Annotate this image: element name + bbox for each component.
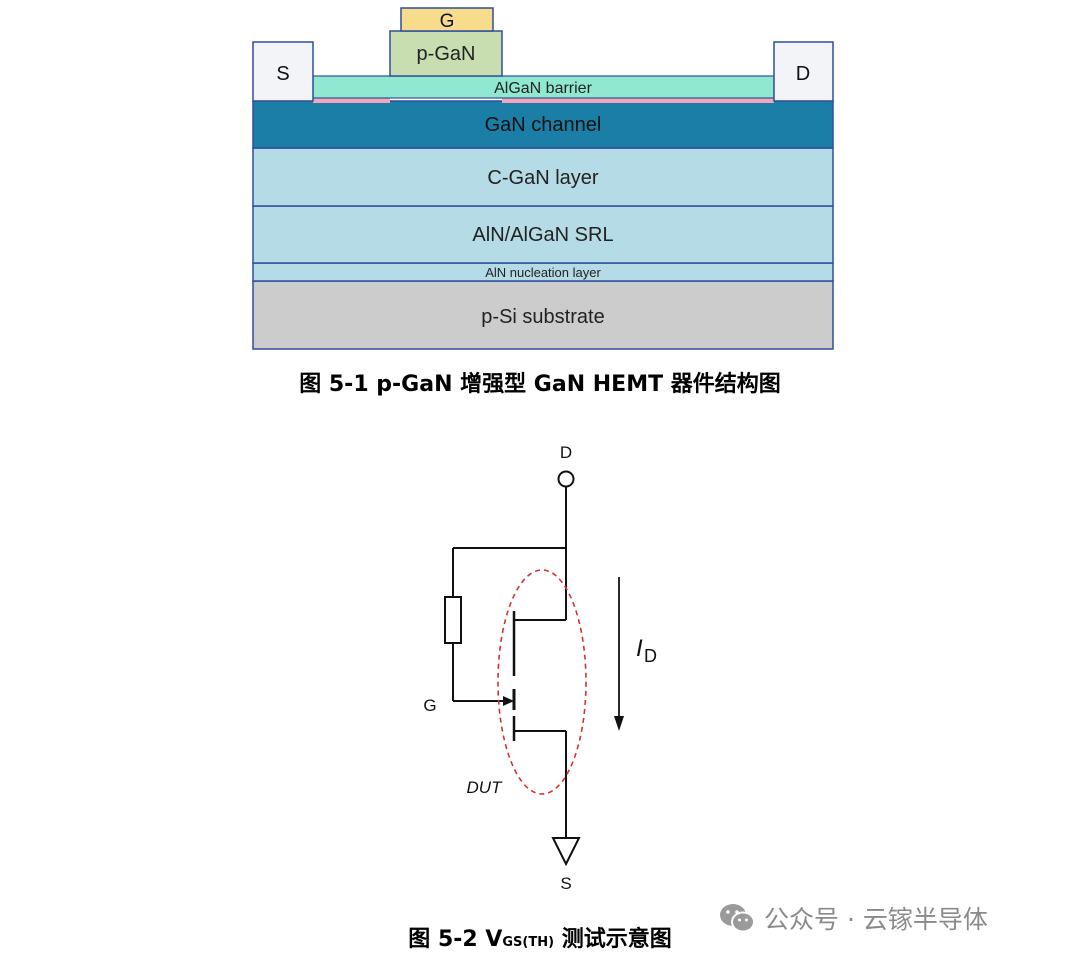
- source-terminal-label: S: [560, 874, 571, 893]
- current-label: I: [636, 635, 643, 662]
- watermark-text: 公众号 · 云镓半导体: [764, 905, 988, 934]
- gan-channel-label: GaN channel: [485, 114, 602, 136]
- gate-metal: [400, 7, 494, 32]
- source-contact-label: S: [276, 63, 289, 85]
- current-arrow-head: [614, 716, 624, 731]
- drain-contact: [773, 41, 834, 102]
- p-gan-label: p-GaN: [417, 43, 476, 65]
- substrate-label: p-Si substrate: [481, 306, 604, 328]
- figure2-caption: 图 5-2 VGS(TH) 测试示意图: [408, 927, 672, 952]
- hemt-structure-diagram: p-Si substrate AlN nucleation layer AlN/…: [252, 7, 834, 350]
- vgs-test-circuit-diagram: D G DUT I D S: [423, 443, 657, 893]
- gate-terminal-label: G: [423, 696, 436, 715]
- current-label-subscript: D: [644, 646, 657, 666]
- gate-metal-label: G: [440, 11, 455, 32]
- watermark: 公众号 · 云镓半导体: [718, 898, 988, 938]
- dut-label: DUT: [467, 778, 504, 797]
- c-gan-layer: [252, 147, 834, 207]
- pink-layer-left: [313, 97, 390, 103]
- algan-barrier-label: AlGaN barrier: [494, 80, 592, 97]
- drain-terminal-label: D: [560, 443, 572, 462]
- dut-ellipse: [497, 569, 587, 795]
- ground-symbol: [551, 837, 581, 867]
- caption-subscript: GS(TH): [502, 935, 555, 950]
- drain-terminal: [557, 470, 575, 488]
- srl-label: AlN/AlGaN SRL: [472, 224, 613, 246]
- wechat-icon: [720, 904, 755, 933]
- nucleation-label: AlN nucleation layer: [485, 265, 601, 280]
- gate-resistor: [444, 596, 462, 644]
- gan-channel-layer: [252, 100, 834, 149]
- pink-layer-right: [502, 97, 774, 103]
- figure1-caption: 图 5-1 p-GaN 增强型 GaN HEMT 器件结构图: [299, 372, 781, 397]
- drain-contact-label: D: [796, 63, 810, 85]
- gate-arrow: [503, 696, 514, 706]
- source-contact: [252, 41, 314, 102]
- substrate-layer: [252, 280, 834, 350]
- c-gan-label: C-GaN layer: [487, 167, 598, 189]
